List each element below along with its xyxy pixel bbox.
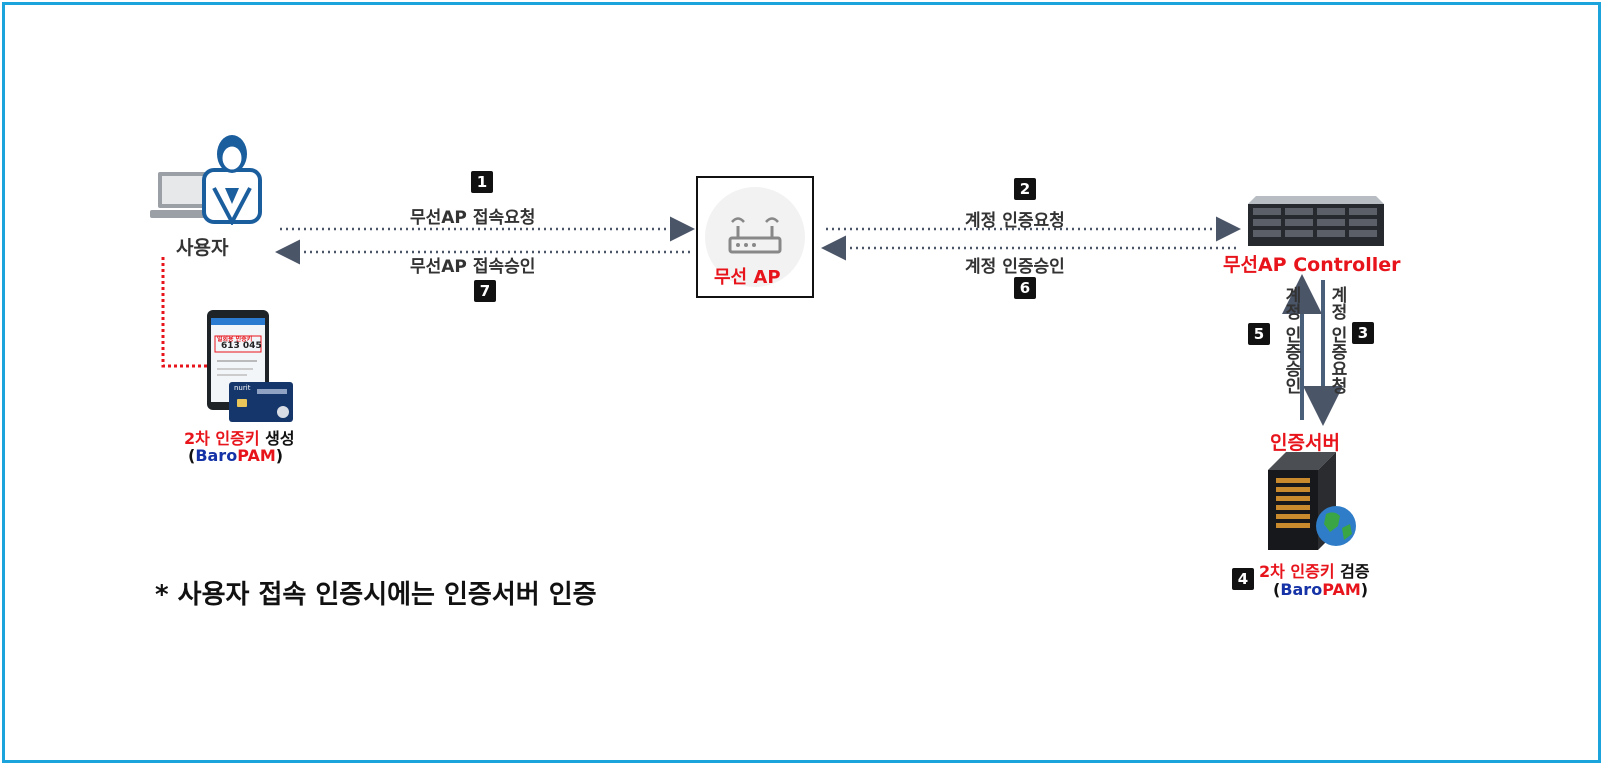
otp-phone-icon: [207, 310, 293, 422]
step-6-label: 계정 인증승인: [965, 257, 1065, 277]
step-7-badge: 7: [474, 280, 496, 302]
step-4-label: 2차 인증키 검증: [1259, 562, 1370, 581]
step-3-label: 계정 인증요청: [1327, 286, 1347, 394]
phone-otp-title: 일회용 인증키: [217, 336, 253, 343]
step-5-label: 계정 인증승인: [1281, 286, 1301, 394]
otp-generate-label: 2차 인증키 생성: [184, 429, 295, 448]
step-6-badge: 6: [1014, 277, 1036, 299]
auth-server-label: 인증서버: [1270, 432, 1340, 454]
rack-server-icon: [1248, 196, 1384, 246]
auth-server-icon: [1268, 452, 1356, 550]
step-7-label: 무선AP 접속승인: [410, 257, 536, 277]
router-icon: [705, 187, 805, 287]
user-label: 사용자: [176, 237, 229, 259]
footnote: * 사용자 접속 인증시에는 인증서버 인증: [155, 580, 597, 610]
step-2-label: 계정 인증요청: [965, 211, 1065, 231]
step-1-badge: 1: [471, 171, 493, 193]
otp-product-label: (BaroPAM): [188, 446, 284, 465]
step-4-badge: 4: [1232, 568, 1254, 590]
card-brand: nurit: [234, 384, 251, 392]
ap-label: 무선 AP: [714, 267, 781, 288]
step-3-badge: 3: [1352, 322, 1374, 344]
step-2-badge: 2: [1014, 178, 1036, 200]
user-phone-connector: [161, 257, 210, 368]
user-at-laptop-icon: [150, 135, 262, 225]
step-4-product: (BaroPAM): [1273, 580, 1369, 599]
step-1-label: 무선AP 접속요청: [410, 208, 536, 228]
phone-otp-code: 613 045: [221, 341, 262, 351]
controller-label: 무선AP Controller: [1223, 254, 1401, 276]
step-5-badge: 5: [1248, 323, 1270, 345]
